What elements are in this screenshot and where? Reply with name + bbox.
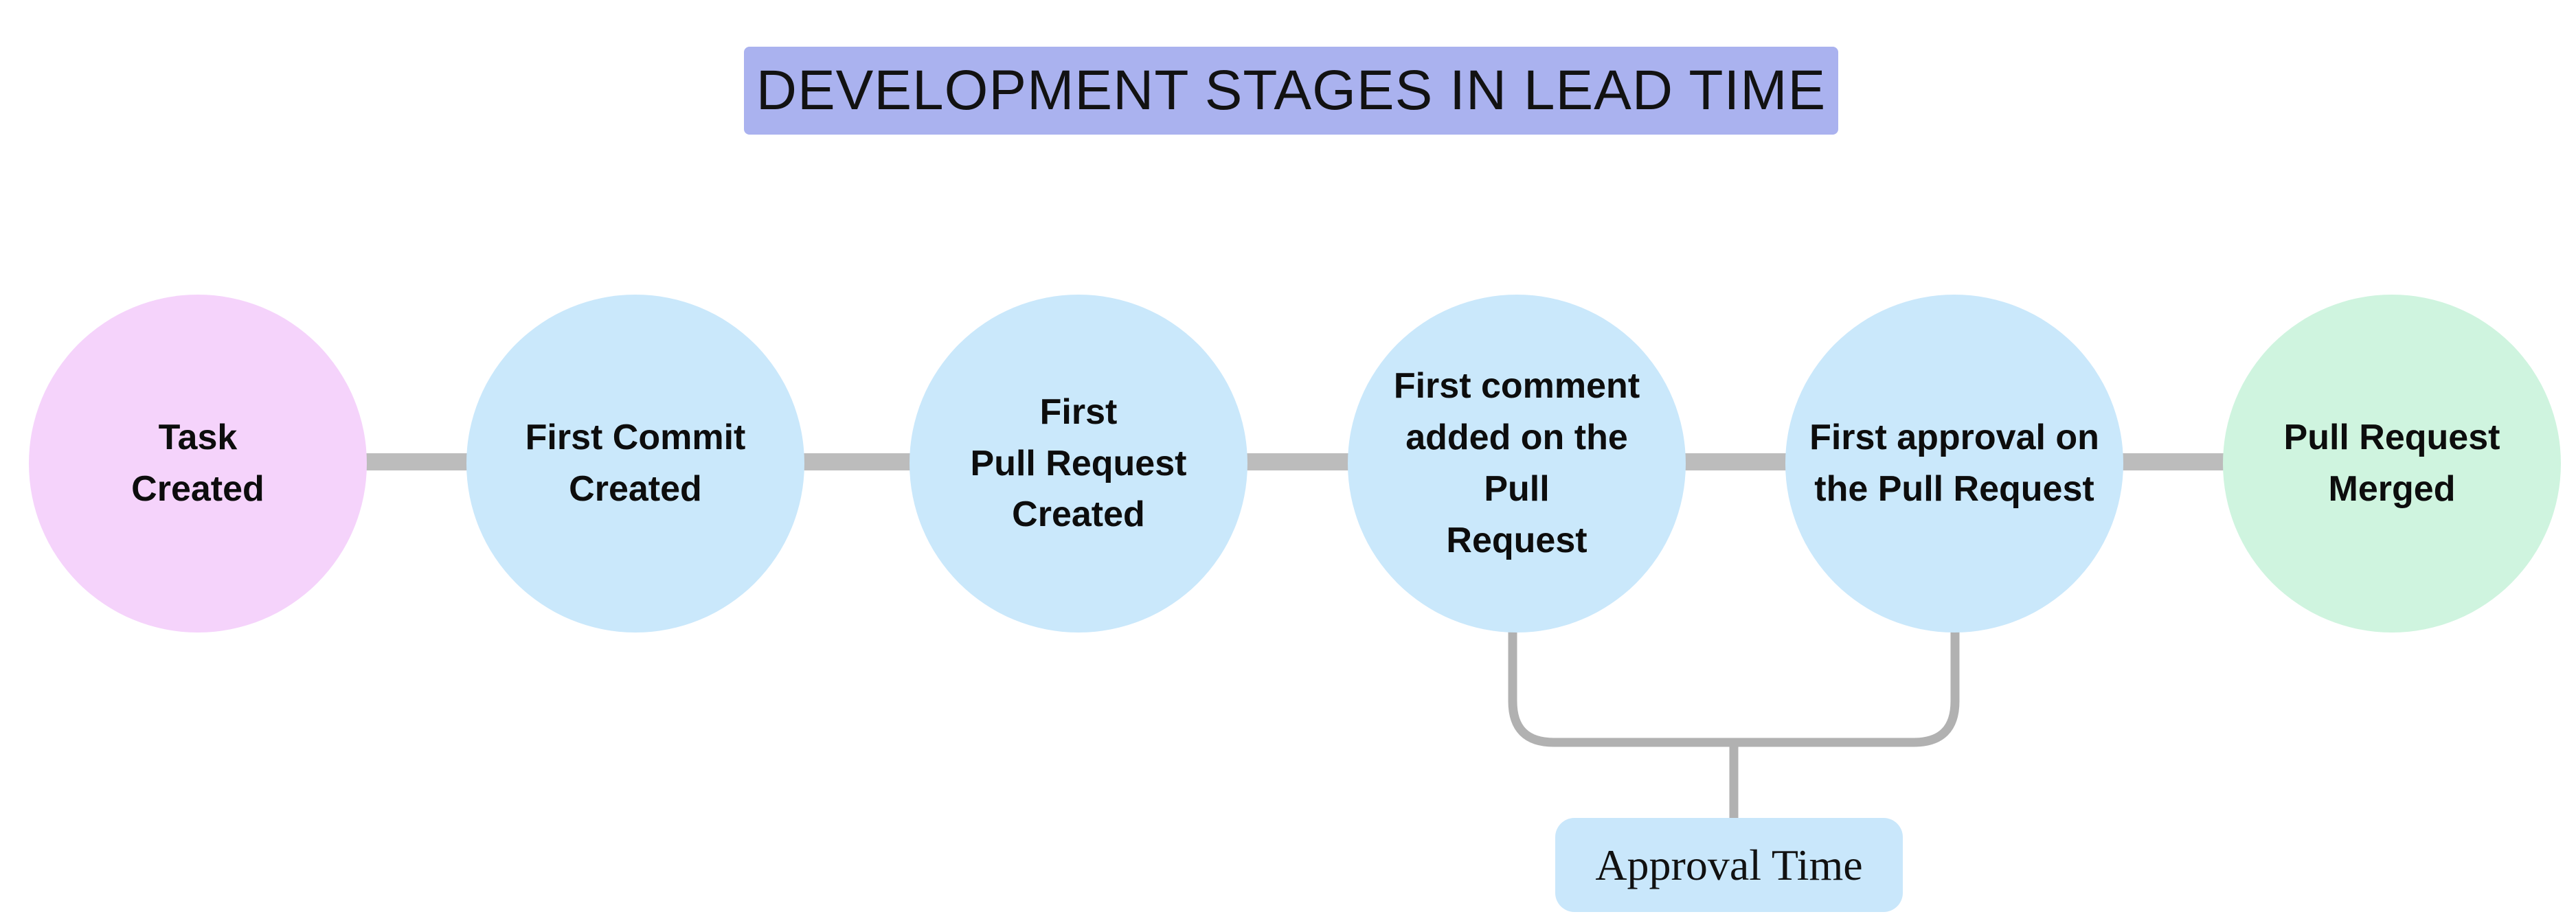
approval-time-label: Approval Time [1595,840,1863,889]
stage-circle-first-comment: First comment added on the Pull Request [1348,295,1686,633]
stage-label: Task Created [131,418,264,509]
stage-label: First approval on the Pull Request [1809,418,2099,509]
stage-label: First Commit Created [525,418,746,509]
diagram-title-box: DEVELOPMENT STAGES IN LEAD TIME [744,47,1838,135]
stage-circle-pr-merged: Pull Request Merged [2223,295,2561,633]
stage-label: First comment added on the Pull Request [1393,366,1640,560]
stage-circle-task-created: Task Created [29,295,367,633]
stage-circle-first-approval: First approval on the Pull Request [1785,295,2123,633]
stage-circle-first-commit: First Commit Created [466,295,804,633]
approval-bracket-path [1508,626,1960,747]
stage-circle-first-pr: First Pull Request Created [909,295,1247,633]
stage-label: Pull Request Merged [2283,418,2500,509]
diagram-title: DEVELOPMENT STAGES IN LEAD TIME [756,59,1827,122]
approval-time-box: Approval Time [1555,818,1903,912]
stage-label: First Pull Request Created [970,391,1187,535]
